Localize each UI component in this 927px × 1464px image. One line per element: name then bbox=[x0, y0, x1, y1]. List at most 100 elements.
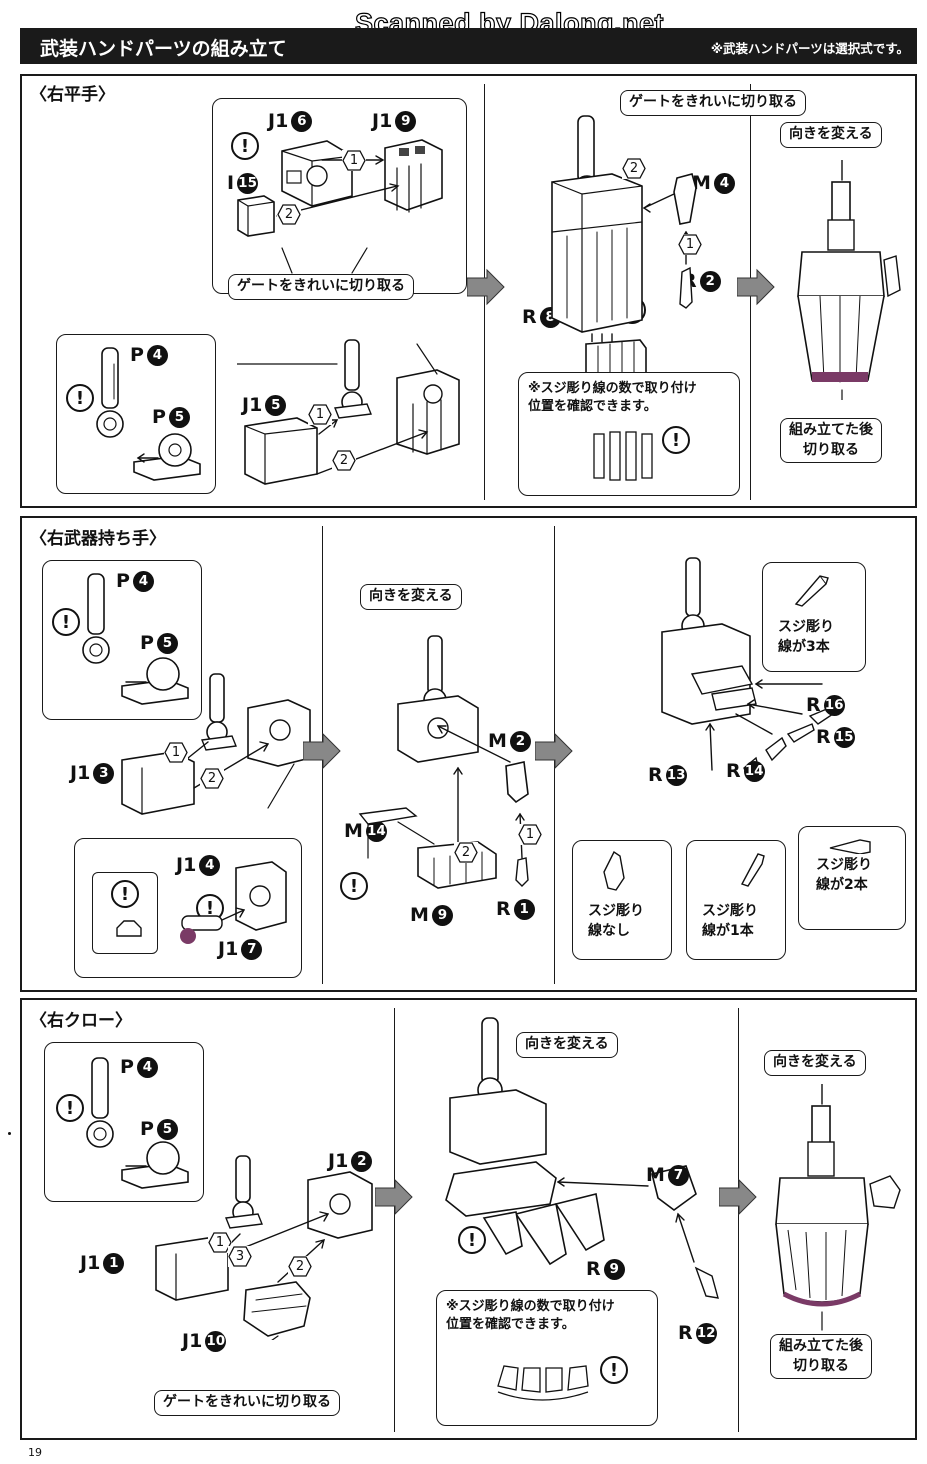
step-marker: 1 bbox=[164, 742, 188, 763]
warning-icon: ! bbox=[662, 426, 690, 454]
claw-wrist-assembly-illustration bbox=[155, 1155, 373, 1340]
gate-cut-label: ゲートをきれいに切り取る bbox=[228, 274, 414, 300]
warning-icon: ! bbox=[600, 1356, 628, 1384]
step-marker: 1 bbox=[208, 1232, 232, 1253]
section-divider bbox=[738, 1008, 739, 1432]
step-marker: 3 bbox=[228, 1246, 252, 1267]
step-marker: 1 bbox=[308, 404, 332, 425]
step-marker: 2 bbox=[288, 1256, 312, 1277]
warning-icon: ! bbox=[56, 1094, 84, 1122]
finger-groove-diagram bbox=[593, 431, 653, 481]
joint-base-part-illustration bbox=[121, 657, 189, 705]
step-marker: 1 bbox=[678, 234, 702, 255]
page-title: 武装ハンドパーツの組み立て bbox=[40, 38, 287, 60]
warning-icon: ! bbox=[52, 608, 80, 636]
joint-shaft-part-illustration bbox=[96, 347, 124, 438]
next-step-arrow bbox=[535, 732, 573, 770]
peg-hole-illustration bbox=[116, 920, 142, 937]
section-title: 〈右クロー〉 bbox=[30, 1011, 132, 1031]
hand-frame-part-illustration bbox=[281, 140, 353, 207]
next-step-arrow bbox=[719, 1178, 757, 1216]
finger-block-part-illustration bbox=[384, 139, 443, 213]
assembly-arrows bbox=[276, 155, 400, 274]
gate-cut-label: ゲートをきれいに切り取る bbox=[154, 1390, 340, 1416]
warning-icon: ! bbox=[111, 880, 139, 908]
gate-cut-label: ゲートをきれいに切り取る bbox=[620, 90, 806, 116]
joint-shaft-part-illustration bbox=[82, 573, 110, 664]
cut-after-label: 組み立てた後切り取る bbox=[780, 418, 882, 464]
finger-groove-two-illustration bbox=[829, 839, 871, 855]
joint-base-part-illustration bbox=[121, 1141, 189, 1189]
page-number: 19 bbox=[28, 1446, 42, 1459]
change-direction-label: 向きを変える bbox=[780, 122, 882, 148]
step-marker: 2 bbox=[332, 450, 356, 471]
warning-icon: ! bbox=[458, 1226, 486, 1254]
flat-hand-finished-illustration bbox=[797, 160, 901, 400]
step-marker: 2 bbox=[277, 204, 301, 225]
warning-icon: ! bbox=[231, 132, 259, 160]
weapon-hand-midstep-illustration bbox=[358, 635, 529, 889]
step-marker: 2 bbox=[622, 158, 646, 179]
groove-three-label: スジ彫り線が3本 bbox=[770, 616, 842, 660]
wrist-assembly-illustration bbox=[121, 673, 311, 815]
header-note: ※武装ハンドパーツは選択式です。 bbox=[710, 41, 909, 56]
groove-one-label: スジ彫り線が1本 bbox=[694, 900, 766, 944]
peg-and-frame-illustration bbox=[180, 861, 287, 944]
wrist-assembly-illustration bbox=[237, 339, 460, 485]
next-step-arrow bbox=[467, 268, 505, 306]
next-step-arrow bbox=[375, 1178, 413, 1216]
weapon-hand-finger-assembly-illustration bbox=[661, 557, 837, 780]
warning-icon: ! bbox=[66, 384, 94, 412]
change-direction-label: 向きを変える bbox=[360, 584, 462, 610]
change-direction-label: 向きを変える bbox=[764, 1050, 866, 1076]
finger-groove-one-illustration bbox=[740, 853, 765, 887]
groove-note-text: ※スジ彫り線の数で取り付け位置を確認できます。 bbox=[446, 1298, 615, 1335]
groove-note-text: ※スジ彫り線の数で取り付け位置を確認できます。 bbox=[528, 380, 697, 417]
groove-two-label: スジ彫り線が2本 bbox=[808, 854, 880, 898]
joint-shaft-part-illustration bbox=[86, 1057, 114, 1148]
header-bar bbox=[20, 28, 917, 64]
step-marker: 2 bbox=[200, 768, 224, 789]
groove-none-label: スジ彫り線なし bbox=[580, 900, 652, 944]
next-step-arrow bbox=[303, 732, 341, 770]
next-step-arrow bbox=[737, 268, 775, 306]
claw-finished-illustration bbox=[775, 1084, 901, 1331]
claw-groove-diagram bbox=[497, 1365, 589, 1401]
cover-plate-part-illustration bbox=[237, 195, 275, 237]
finger-groove-three-illustration bbox=[794, 575, 829, 607]
warning-icon: ! bbox=[340, 872, 368, 900]
change-direction-label: 向きを変える bbox=[516, 1032, 618, 1058]
flat-hand-assembly-illustration bbox=[551, 115, 697, 342]
cut-after-label: 組み立てた後切り取る bbox=[770, 1334, 872, 1380]
claw-midstep-illustration bbox=[445, 1017, 719, 1299]
step-marker: 1 bbox=[518, 824, 542, 845]
